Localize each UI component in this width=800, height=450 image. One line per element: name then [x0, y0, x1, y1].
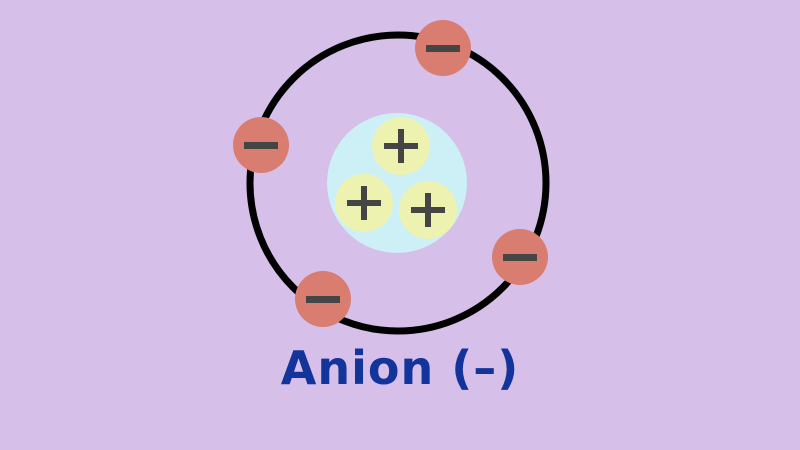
- plus-icon: [411, 193, 445, 227]
- electron: [492, 229, 548, 285]
- plus-icon: [384, 129, 418, 163]
- proton: [335, 174, 393, 232]
- proton: [372, 117, 430, 175]
- minus-icon: [426, 45, 460, 52]
- minus-icon: [306, 296, 340, 303]
- electron-orbit: [246, 31, 550, 335]
- electron: [295, 271, 351, 327]
- electron: [233, 117, 289, 173]
- plus-icon: [347, 186, 381, 220]
- diagram-caption: Anion (–): [280, 341, 520, 395]
- minus-icon: [503, 254, 537, 261]
- minus-icon: [244, 142, 278, 149]
- electron: [415, 20, 471, 76]
- proton: [399, 181, 457, 239]
